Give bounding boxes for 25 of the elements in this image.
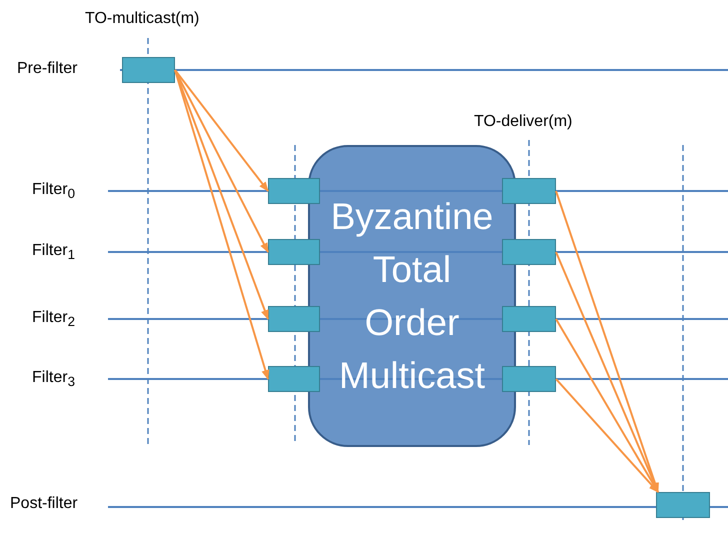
message-box [502, 306, 556, 332]
arrow [174, 69, 269, 192]
message-box [656, 492, 710, 518]
process-label: Filter$_{3}$ [32, 369, 75, 390]
event-label: TO-deliver(m) [474, 113, 572, 131]
arrow [174, 70, 269, 253]
message-box [122, 57, 175, 83]
process-label: Filter$_{2}$ [32, 309, 75, 330]
message-box [502, 239, 556, 265]
process-label: Filter$_{1}$ [32, 242, 75, 262]
message-box [502, 178, 556, 204]
message-box [268, 178, 320, 204]
arrow [555, 252, 659, 493]
message-box [502, 366, 556, 392]
message-box [268, 239, 320, 265]
box-title: Byzantine Total Order Multicast [330, 195, 494, 398]
message-box [268, 366, 320, 392]
process-label: Filter$_{0}$ [32, 181, 75, 202]
event-label: TO-multicast(m) [85, 10, 200, 28]
message-box [268, 306, 320, 332]
process-label: Post-filter [10, 495, 78, 513]
arrow [555, 378, 659, 493]
process-label: Pre-filter [17, 60, 78, 78]
process-box [308, 145, 516, 447]
arrow [555, 318, 659, 493]
